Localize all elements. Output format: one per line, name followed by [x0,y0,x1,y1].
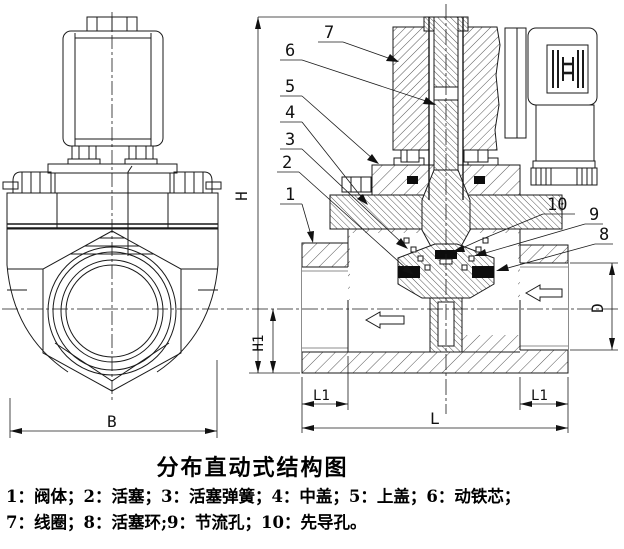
dimension-L1-right: L1 [519,377,569,433]
dimension-H: H [232,16,432,374]
leader-2: 2 [277,153,414,275]
cross-section-view: H H1 D L1 L1 [2,4,620,433]
dim-label-L: L [430,409,440,428]
svg-text:5: 5 [285,77,295,97]
electrical-connector [504,27,598,186]
dim-label-D: D [588,303,607,313]
dimension-L1-left: L1 [301,356,349,433]
body-wings [6,229,219,373]
coil-housing-side [62,30,164,147]
dimension-D: D [570,262,618,351]
section-mark [127,165,133,256]
leader-3: 3 [280,130,408,249]
left-side-view: B [2,12,222,438]
dimension-H1: H1 [251,309,276,373]
flow-arrow-icon-right [524,284,563,302]
figure-title: 分布直动式结构图 [156,455,349,481]
svg-text:8: 8 [599,225,609,245]
connector-pins-icon [552,50,584,88]
parts-legend-line-2: 7：线圈；8：活塞环;9：节流孔；10：先导孔。 [6,513,367,532]
valve-technical-drawing: B [2,4,620,438]
mounting-plate [47,163,178,174]
leader-4: 4 [280,103,368,205]
svg-text:2: 2 [282,153,292,173]
side-bolt-right [173,171,222,194]
leader-5: 5 [280,77,379,164]
svg-text:10: 10 [547,195,567,215]
dim-label-H: H [232,191,251,201]
leader-8: 8 [496,225,613,271]
dim-label-H1: H1 [251,335,267,352]
parts-legend-line-1: 1：阀体；2：活塞；3：活塞弹簧；4：中盖；5：上盖；6：动铁芯； [6,487,521,506]
coil-section [392,26,501,163]
svg-text:7: 7 [324,23,334,43]
leader-9: 9 [474,205,603,256]
body-band [6,192,219,230]
dim-label-B: B [107,412,117,431]
side-bolt-left [2,171,52,194]
dimension-B: B [9,360,218,438]
leader-10: 10 [452,195,575,252]
svg-text:6: 6 [285,41,295,61]
flow-arrow-icon-left [364,311,405,329]
leader-6: 6 [280,41,436,105]
cable-gland-nut [530,167,598,186]
bonnet-block [54,172,171,194]
dim-label-L1-left: L1 [313,388,330,404]
coil-mounting-nuts [67,145,158,165]
svg-text:9: 9 [589,205,599,225]
dimension-L: L [302,409,568,431]
svg-text:3: 3 [285,130,295,150]
svg-text:4: 4 [285,103,295,123]
dim-label-L1-right: L1 [531,388,548,404]
piston-spring-marks [403,237,489,271]
svg-text:1: 1 [285,185,295,205]
leader-1: 1 [280,185,314,243]
leader-7: 7 [318,23,399,62]
part-leaders: 7 6 5 4 3 [277,23,613,275]
